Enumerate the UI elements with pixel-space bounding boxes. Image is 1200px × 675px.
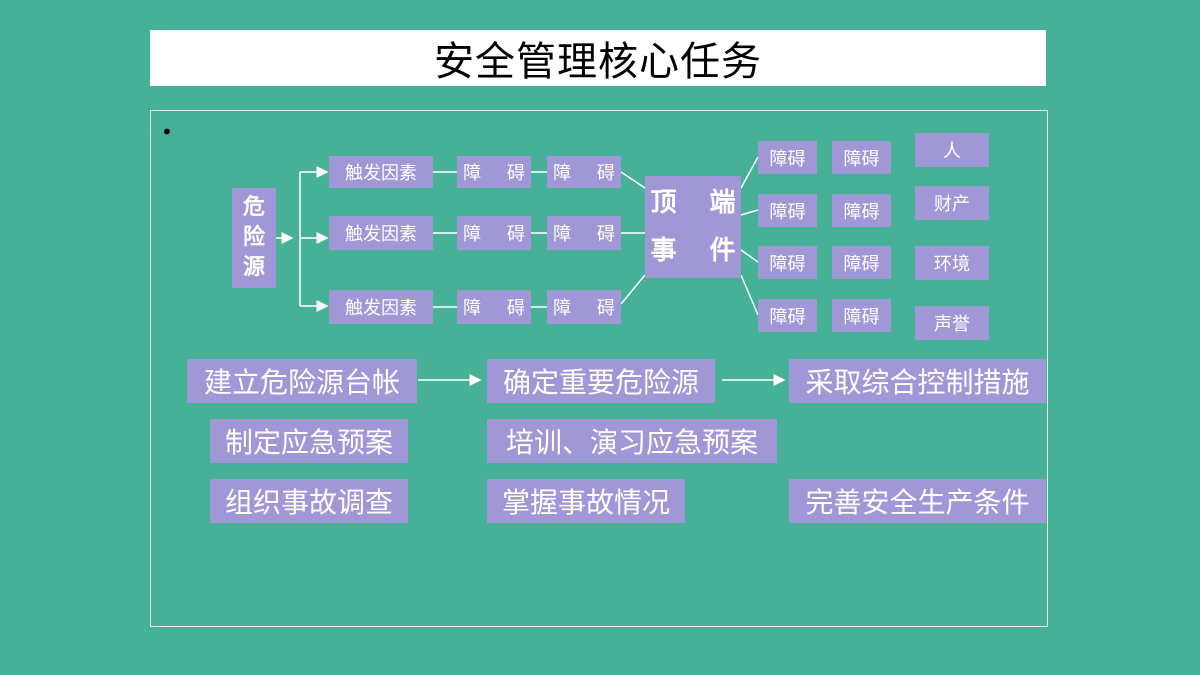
barrier-right-3b: 障碍 xyxy=(832,246,891,279)
barrier-right-2b: 障碍 xyxy=(832,194,891,227)
task-accident-investigation: 组织事故调查 xyxy=(210,479,408,523)
barrier-left-3b: 障 碍 xyxy=(547,290,621,324)
page-title: 安全管理核心任务 xyxy=(434,39,762,85)
hazard-char-3: 源 xyxy=(242,255,265,280)
trigger-factor-3: 触发因素 xyxy=(329,290,433,324)
task-emergency-plan: 制定应急预案 xyxy=(210,419,408,463)
consequence-people: 人 xyxy=(915,133,989,167)
consequence-reputation: 声誉 xyxy=(915,306,989,340)
task-major-hazards: 确定重要危险源 xyxy=(487,359,715,403)
hazard-char-1: 危 xyxy=(242,195,265,220)
barrier-right-3a: 障碍 xyxy=(758,246,817,279)
trigger-factor-2: 触发因素 xyxy=(329,216,433,250)
trigger-factor-1: 触发因素 xyxy=(329,156,433,188)
task-control-measures: 采取综合控制措施 xyxy=(789,359,1046,403)
bullet-point: • xyxy=(161,120,173,144)
barrier-left-2b: 障 碍 xyxy=(547,216,621,250)
barrier-right-1a: 障碍 xyxy=(758,141,817,174)
barrier-right-2a: 障碍 xyxy=(758,194,817,227)
title-bar: 安全管理核心任务 xyxy=(150,30,1046,86)
task-safety-conditions: 完善安全生产条件 xyxy=(789,479,1046,523)
barrier-left-1b: 障 碍 xyxy=(547,156,621,188)
barrier-right-4a: 障碍 xyxy=(758,299,817,332)
hazard-char-2: 险 xyxy=(242,225,265,250)
top-event-box: 顶 端 事 件 xyxy=(645,176,741,278)
top-event-line-1: 顶 端 xyxy=(650,188,748,218)
task-accident-status: 掌握事故情况 xyxy=(487,479,685,523)
consequence-property: 财产 xyxy=(915,186,989,220)
task-hazard-ledger: 建立危险源台帐 xyxy=(187,359,417,403)
barrier-left-2a: 障 碍 xyxy=(457,216,531,250)
content-frame xyxy=(150,110,1048,627)
barrier-right-4b: 障碍 xyxy=(832,299,891,332)
task-drill-plan: 培训、演习应急预案 xyxy=(487,419,777,463)
barrier-left-3a: 障 碍 xyxy=(457,290,531,324)
top-event-line-2: 事 件 xyxy=(650,236,748,266)
consequence-environment: 环境 xyxy=(915,246,989,280)
hazard-source-box: 危 险 源 xyxy=(232,188,276,288)
barrier-right-1b: 障碍 xyxy=(832,141,891,174)
barrier-left-1a: 障 碍 xyxy=(457,156,531,188)
